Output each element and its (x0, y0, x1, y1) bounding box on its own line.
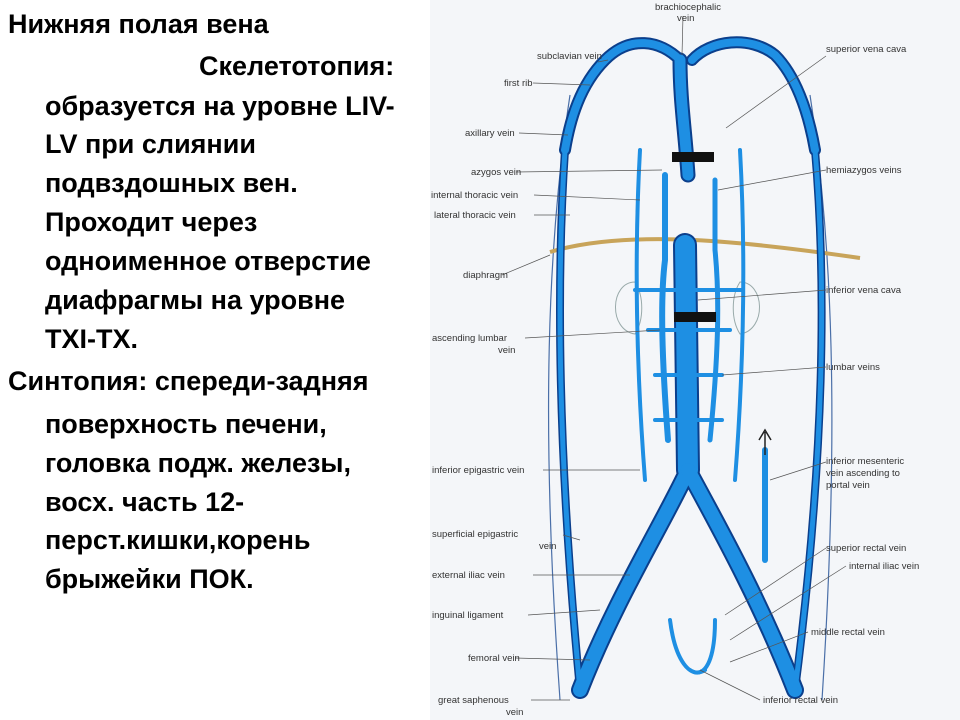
label-inferior-mesenteric: inferior mesenteric (826, 456, 904, 467)
venous-system-svg: brachiocephalic vein subclavian vein sup… (431, 2, 919, 718)
text-line: Скелетотопия: (199, 51, 395, 81)
label-subclavian-vein: subclavian vein (537, 51, 602, 62)
label-hemiazygos-veins: hemiazygos veins (826, 165, 902, 176)
label-inferior-epigastric-vein: inferior epigastric vein (432, 465, 524, 476)
internal-thoracic-left-vessel (634, 148, 647, 482)
right-lateral-vessel (792, 147, 825, 693)
ascending-arrow (758, 428, 772, 455)
text-line: головка подж. железы, (45, 448, 351, 478)
hemiazygos-vessel (707, 177, 721, 443)
label-inferior-rectal-vein: inferior rectal vein (763, 695, 838, 706)
slide-heading: Нижняя полая вена (8, 9, 269, 39)
syntopy-line: Синтопия: спереди-задняя (8, 366, 369, 396)
label-azygos-vein: azygos vein (471, 167, 521, 178)
label-middle-rectal-vein: middle rectal vein (811, 627, 885, 638)
left-lateral-vessel (557, 147, 583, 693)
label-lumbar-veins: lumbar veins (826, 362, 880, 373)
right-brachiocephalic-vessel (688, 38, 819, 154)
first-rib-clamp (672, 152, 714, 162)
label-inguinal-ligament: inguinal ligament (432, 610, 504, 621)
text-line: подвздошных вен. (45, 168, 298, 198)
label-axillary-vein: axillary vein (465, 128, 515, 139)
label-inferior-mesenteric-2: vein ascending to (826, 468, 900, 479)
label-superficial-epigastric-2: vein (539, 541, 556, 552)
text-line: образуется на уровне LIV- (45, 91, 395, 121)
label-diaphragm: diaphragm (463, 270, 508, 281)
label-inferior-mesenteric-3: portal vein (826, 480, 870, 491)
slide-text: Нижняя полая вена Скелетотопия: образует… (0, 0, 450, 720)
label-superior-rectal-vein: superior rectal vein (826, 543, 906, 554)
label-brachiocephalic: brachiocephalic (655, 2, 721, 13)
inferior-vena-cava-vessel (675, 235, 698, 480)
label-internal-thoracic-vein: internal thoracic vein (431, 190, 518, 201)
vein-network (557, 38, 825, 697)
text-line: Проходит через (45, 207, 258, 237)
text-line: перст.кишки,корень (45, 525, 311, 555)
azygos-vessel (659, 172, 671, 443)
label-inferior-vena-cava: inferior vena cava (826, 285, 902, 296)
text-line: LV при слиянии (45, 129, 256, 159)
label-external-iliac-vein: external iliac vein (432, 570, 505, 581)
internal-iliac-right-vessel (688, 618, 717, 675)
internal-thoracic-right-vessel (733, 148, 746, 482)
text-line: TXI-TX. (45, 324, 138, 354)
label-ascending-lumbar: ascending lumbar (432, 333, 507, 344)
label-first-rib: first rib (504, 78, 533, 89)
text-line: брыжейки ПОК. (45, 564, 254, 594)
diaphragm-band (549, 237, 861, 260)
kidney-left (615, 281, 643, 335)
left-brachiocephalic-vessel (561, 39, 684, 154)
label-superficial-epigastric: superficial epigastric (432, 529, 518, 540)
leader-lines (501, 15, 847, 701)
text-line: поверхность печени, (45, 409, 327, 439)
label-great-saphenous: great saphenous (438, 695, 509, 706)
internal-iliac-left-vessel (668, 618, 707, 675)
text-line: восх. часть 12- (45, 487, 245, 517)
right-iliac-vessel (681, 463, 802, 697)
label-femoral-vein: femoral vein (468, 653, 520, 664)
label-ascending-lumbar-2: vein (498, 345, 515, 356)
label-brachiocephalic-2: vein (677, 13, 694, 24)
text-line: диафрагмы на уровне (45, 285, 346, 315)
anatomy-labels: brachiocephalic vein subclavian vein sup… (431, 2, 919, 718)
diaphragm-clamp (674, 312, 716, 322)
text-line: одноименное отверстие (45, 246, 371, 276)
label-internal-iliac-vein: internal iliac vein (849, 561, 919, 572)
label-lateral-thoracic-vein: lateral thoracic vein (434, 210, 516, 221)
label-great-saphenous-2: vein (506, 707, 523, 718)
venous-system-diagram: brachiocephalic vein subclavian vein sup… (430, 0, 960, 720)
left-iliac-vessel (573, 463, 695, 697)
label-superior-vena-cava: superior vena cava (826, 44, 907, 55)
